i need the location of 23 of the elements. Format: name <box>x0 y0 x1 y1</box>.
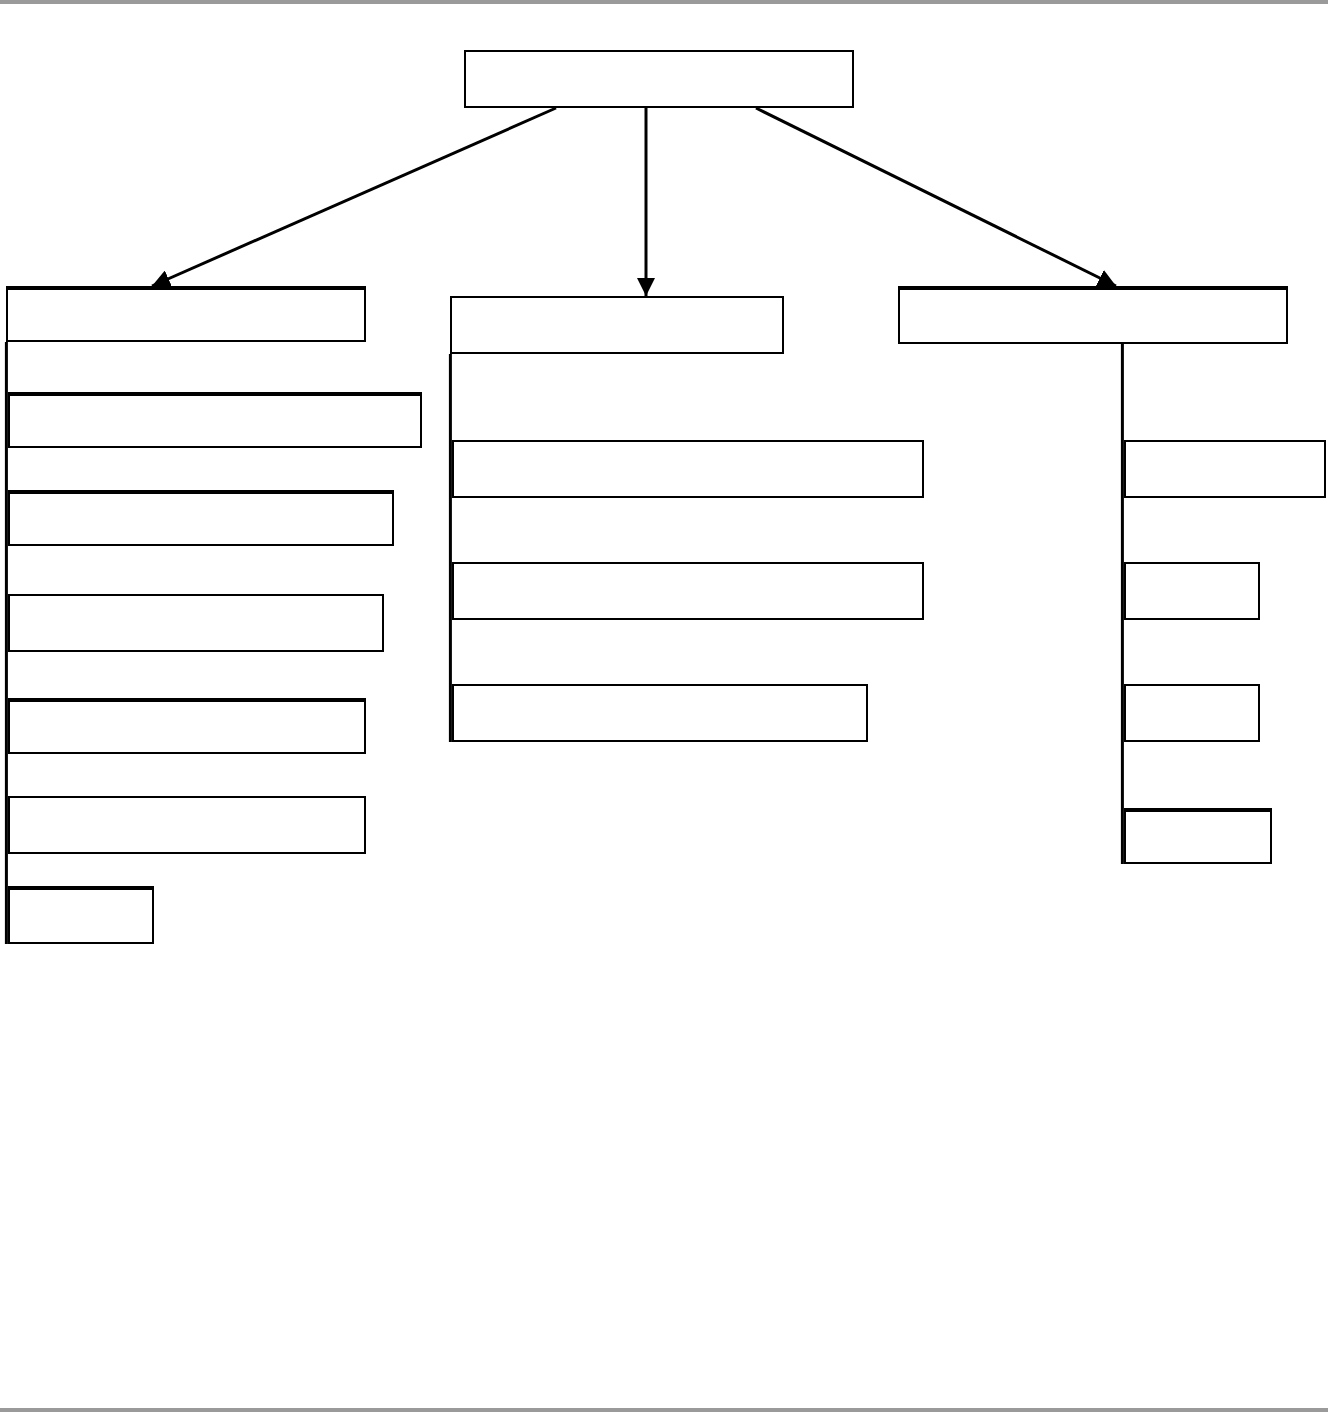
empty-box <box>8 594 384 652</box>
arrow <box>151 106 557 288</box>
empty-box <box>898 286 1288 344</box>
empty-box <box>464 50 854 108</box>
empty-box <box>8 490 394 546</box>
empty-box <box>452 562 924 620</box>
empty-box <box>8 886 154 944</box>
empty-box <box>452 684 868 742</box>
empty-box <box>1124 808 1272 864</box>
connector-line <box>1120 344 1124 864</box>
empty-box <box>8 698 366 754</box>
empty-box <box>1124 684 1260 742</box>
empty-box <box>450 296 784 354</box>
empty-box <box>8 392 422 448</box>
arrow <box>637 108 655 296</box>
empty-box <box>1124 562 1260 620</box>
connector-line <box>448 354 452 742</box>
arrow <box>755 106 1117 288</box>
empty-box <box>452 440 924 498</box>
empty-box <box>8 796 366 854</box>
empty-box <box>6 286 366 342</box>
empty-box <box>1124 440 1326 498</box>
connector-line <box>4 342 8 944</box>
